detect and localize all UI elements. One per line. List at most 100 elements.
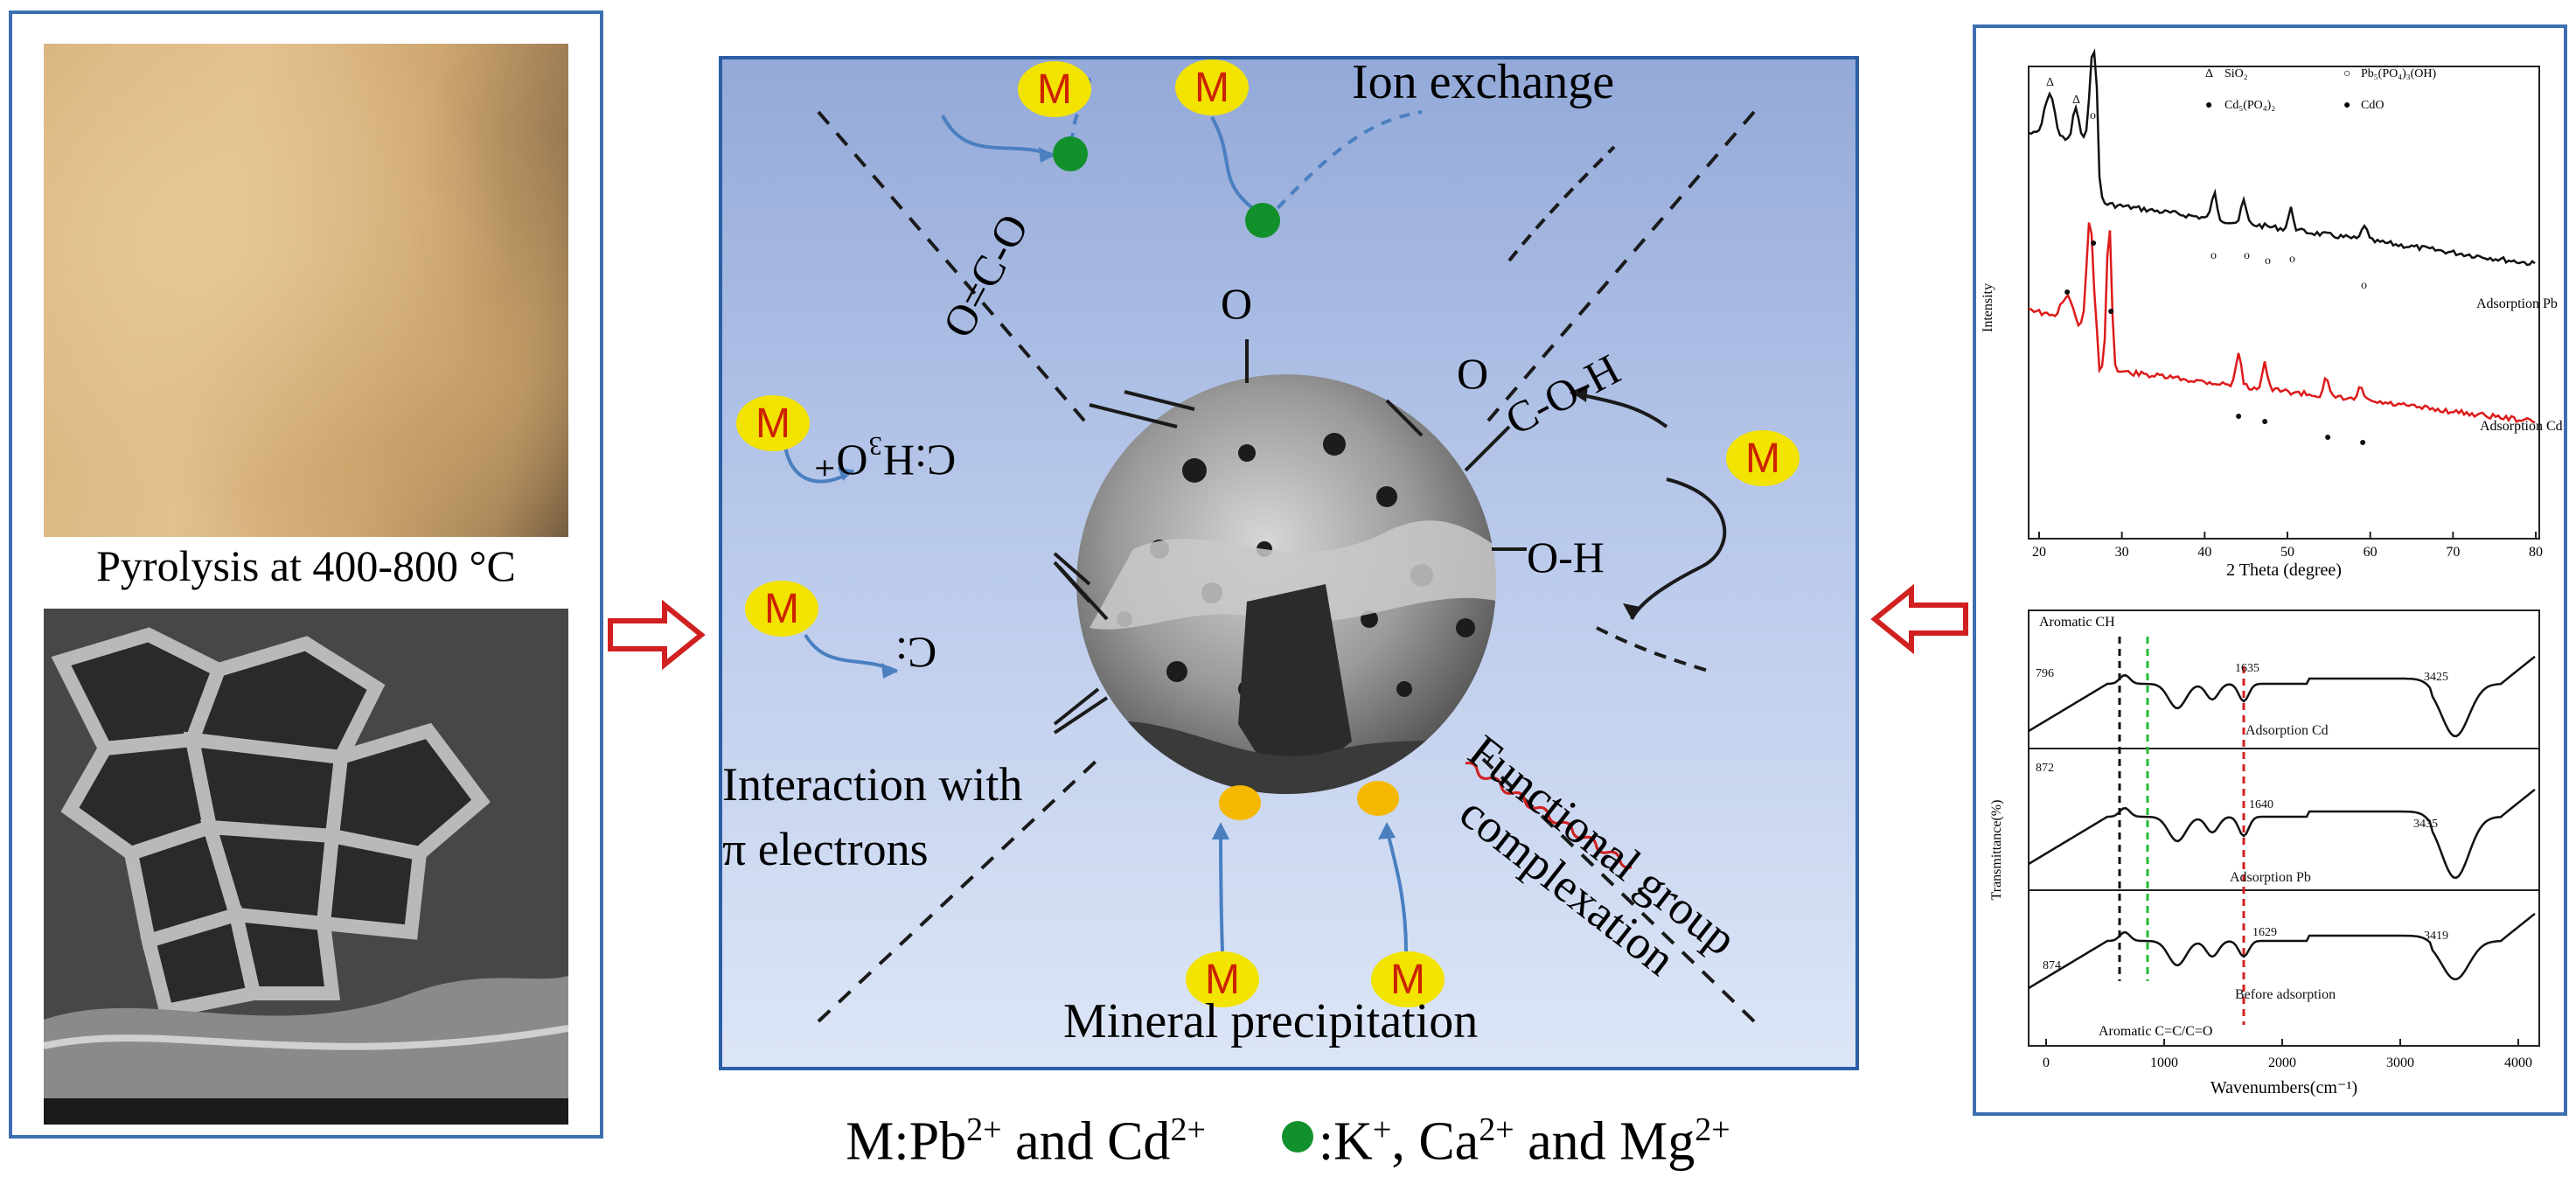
xrd-series-cd: [2028, 222, 2536, 424]
ftir-trace-pb: [2028, 788, 2536, 880]
xrd-legend-sio2: SiO₂: [2224, 67, 2248, 80]
hydroxyl-group-top: O: [1221, 279, 1253, 328]
metal-ion-left-lower: M: [745, 581, 818, 637]
ftir-chart: Transmittance(%) Wavenumbers(cm⁻¹) 0 1000…: [1989, 609, 2540, 1097]
ftir-panel-pb-label: Adsorption Pb: [2230, 870, 2311, 885]
xrd-xlabel: 2 Theta (degree): [2226, 561, 2342, 580]
legend-metal-text: M:Pb: [846, 1111, 967, 1172]
svg-text:●: ●: [2359, 436, 2366, 449]
ftir-top-annotation: Aromatic CH: [2039, 615, 2115, 630]
svg-text:o: o: [2265, 254, 2271, 268]
xrd-legend-cdo-marker: ●: [2343, 99, 2350, 112]
c-h3o-group: C:H₃O⁺: [813, 436, 957, 485]
xrd-legend-cd: Cd₅(PO₄)₂: [2224, 99, 2275, 112]
legend-k-charge: +: [1372, 1111, 1392, 1148]
hydroxyl-group-right: O-H: [1527, 533, 1605, 582]
mineral-precipitation-label: Mineral precipitation: [1063, 994, 1479, 1048]
interaction-label-line1: Interaction with: [722, 758, 1023, 811]
legend-pb-charge: 2+: [966, 1111, 1002, 1148]
ftir-trace-before: [2028, 912, 2536, 990]
svg-text:●: ●: [2090, 237, 2097, 250]
legend-k-text: :K: [1318, 1111, 1373, 1172]
metal-ion-right: M: [1726, 430, 1800, 486]
biochar-sphere: [1076, 374, 1496, 794]
ftir-peak-cd-mid: 1635: [2235, 662, 2259, 675]
ftir-peak-cd-left: 796: [2036, 667, 2054, 680]
xrd-legend-cd-marker: ●: [2205, 99, 2212, 112]
legend-ca-charge: 2+: [1479, 1111, 1514, 1148]
ftir-ylabel: Transmittance(%): [1989, 800, 2004, 901]
right-pointing-arrow-icon: [608, 600, 706, 670]
cation-legend-dot-icon: [1281, 1120, 1313, 1153]
legend-and-cd: and Cd: [1001, 1111, 1171, 1172]
xrd-ylabel: Intensity: [1981, 283, 1995, 332]
xrd-xtick: 60: [2364, 545, 2378, 560]
ftir-peak-pb-left: 872: [2036, 762, 2054, 775]
metal-ion-bottom-left: M: [1186, 951, 1259, 1007]
xrd-frame: [2028, 66, 2540, 540]
svg-text:o: o: [2090, 109, 2096, 122]
metal-ion-bottom-right: M: [1371, 951, 1445, 1007]
dashed-divider-br: [1481, 757, 1756, 1023]
svg-text:o: o: [2244, 249, 2250, 262]
ftir-peak-pb-mid: 1640: [2249, 798, 2273, 811]
ftir-xtick: 0: [2043, 1055, 2050, 1070]
ftir-panel-cd-label: Adsorption Cd: [2245, 723, 2329, 738]
xrd-legend-cdo: CdO: [2361, 99, 2384, 112]
ion-exchange-label: Ion exchange: [1352, 55, 1615, 109]
ion-legend: M:Pb2+ and Cd2+ :K+, Ca2+ and Mg2+: [0, 1111, 2576, 1174]
interaction-label-line2: π electrons: [722, 823, 929, 875]
legend-mg-charge: 2+: [1695, 1111, 1730, 1148]
biochar-sem-image: [44, 609, 568, 1125]
xrd-series-pb: [2028, 48, 2536, 267]
legend-cd-charge: 2+: [1170, 1111, 1206, 1148]
precipitate-dot-1: [1219, 785, 1261, 820]
svg-text:Δ: Δ: [2072, 94, 2080, 107]
ftir-trace-cd: [2028, 655, 2536, 738]
svg-text:●: ●: [2064, 286, 2071, 299]
svg-text:o: o: [2361, 279, 2367, 292]
legend-ca-text: , Ca: [1391, 1111, 1479, 1172]
xrd-xtick: 30: [2115, 545, 2129, 560]
precipitate-dot-2: [1357, 781, 1399, 816]
ftir-frame: [2028, 609, 2540, 1047]
pyrolysis-caption: Pyrolysis at 400-800 °C: [96, 541, 516, 590]
ftir-panel-before-label: Before adsorption: [2235, 987, 2336, 1002]
left-pointing-arrow-icon: [1870, 584, 1968, 654]
svg-text:Δ: Δ: [2046, 76, 2054, 89]
ftir-peak-before-left: 874: [2043, 959, 2061, 972]
svg-text:●: ●: [2324, 431, 2331, 444]
ftir-peak-pb-right: 3435: [2413, 818, 2438, 831]
ftir-peak-cd-right: 3425: [2424, 671, 2448, 684]
xrd-xtick: 50: [2280, 545, 2294, 560]
svg-text:●: ●: [2107, 305, 2114, 318]
svg-text:o: o: [2289, 253, 2295, 266]
ftir-xlabel: Wavenumbers(cm⁻¹): [2210, 1078, 2357, 1097]
ftir-xtick: 2000: [2268, 1055, 2296, 1070]
cation-dot-2: [1245, 203, 1280, 238]
svg-text:●: ●: [2261, 415, 2268, 428]
ftir-xtick: 3000: [2386, 1055, 2414, 1070]
svg-text:o: o: [2210, 249, 2217, 262]
mechanism-diagram: M M M M M M M Ion exchange Interaction w…: [719, 55, 1859, 1070]
dashed-divider-tr: [1481, 110, 1756, 428]
left-panel: Pyrolysis at 400-800 °C: [9, 10, 603, 1139]
metal-ion-top-left: M: [1018, 61, 1091, 117]
ftir-xtick: 1000: [2150, 1055, 2178, 1070]
xrd-legend: Δ SiO₂ ○ Pb₅(PO₄)₃(OH) ● Cd₅(PO₄)₂ ● CdO: [2205, 67, 2437, 112]
metal-ion-left-upper: M: [736, 395, 810, 451]
xrd-series-label-pb: Adsorption Pb: [2476, 296, 2558, 311]
ftir-peak-before-right: 3419: [2424, 930, 2448, 943]
xrd-xtick: 20: [2032, 545, 2046, 560]
xrd-legend-pb: Pb₅(PO₄)₃(OH): [2361, 67, 2437, 80]
xrd-xtick: 40: [2197, 545, 2211, 560]
ftir-peak-before-mid: 1629: [2252, 926, 2277, 939]
xrd-series-label-cd: Adsorption Cd: [2480, 419, 2563, 434]
xrd-xtick: 80: [2529, 545, 2543, 560]
cation-dot-1: [1053, 136, 1088, 171]
legend-mg-text: and Mg: [1514, 1111, 1695, 1172]
ftir-xtick: 4000: [2504, 1055, 2532, 1070]
dashed-divider-bl: [817, 757, 1100, 1023]
